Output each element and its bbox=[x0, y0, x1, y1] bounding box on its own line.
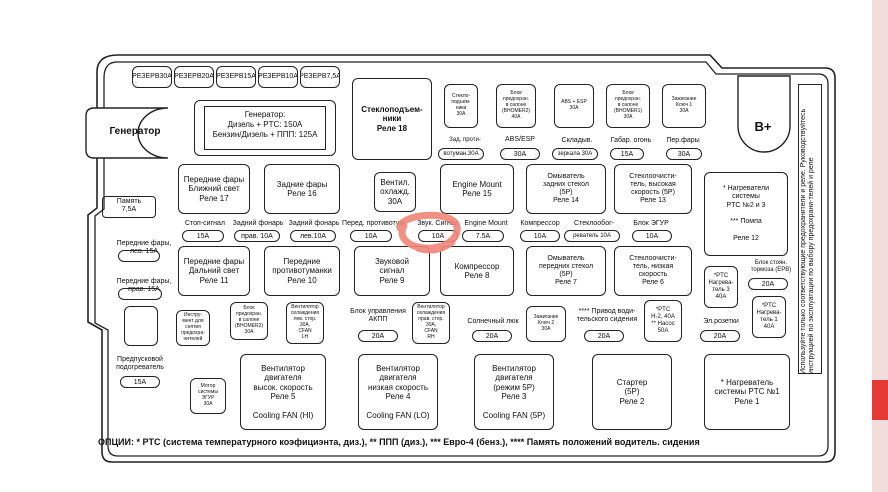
relay-16: Задние фары Реле 16 bbox=[264, 164, 340, 214]
generator-fuse-text: Генератор: Дизель + PTC: 150A Бензин/Диз… bbox=[212, 110, 318, 139]
power-steering-motor-30a: Мотор системы ЭГУР 30A bbox=[190, 378, 226, 414]
front-fog-label: Перед. противотум. bbox=[342, 220, 406, 227]
relay-3: Вентилятор двигателя (режим 5P) Реле 3 C… bbox=[474, 354, 554, 430]
front-light-left-label: Передние фары, лев. 15A bbox=[116, 240, 172, 255]
preheater-label: Предпусковой подогреватель bbox=[116, 356, 164, 371]
relay-18: Стеклоподъем- ники Реле 18 bbox=[352, 78, 432, 160]
rear-light-right-fuse: прав. 10A bbox=[234, 230, 280, 242]
defroster-label: Стеклообог- bbox=[574, 220, 614, 227]
power-outlet-fuse: 20A bbox=[700, 330, 740, 342]
ignition-key-2-30a: Зажигание Ключ 2 30A bbox=[526, 306, 566, 342]
relay-11: Передние фары Дальний свет Реле 11 bbox=[178, 246, 250, 296]
window-lifter-fuse-30a: Стекло- подъем- ники 30A bbox=[444, 84, 478, 128]
engine-mount-fuse: 7.5A bbox=[462, 230, 504, 242]
generator-label: Генератор bbox=[109, 126, 161, 137]
memory-fuse-body bbox=[102, 196, 156, 218]
engine-mount-label: Engine Mount bbox=[464, 220, 508, 227]
relay-15: Engine Mount Реле 15 bbox=[440, 164, 514, 214]
front-light-left-fuse bbox=[118, 250, 160, 262]
power-outlet-label: Эл.розетки bbox=[703, 318, 739, 325]
mirror-fold-fuse: зеркала 30A bbox=[552, 148, 598, 160]
horn-label: Звук. Сигнал bbox=[417, 220, 459, 227]
page-edge-marker bbox=[872, 380, 888, 420]
instruction-text: Используйте только соответствующие предо… bbox=[800, 108, 816, 374]
ignition-key-1-30a: Зажигание Ключ 1 30A bbox=[662, 84, 706, 128]
options-footnote: ОПЦИИ: * PTC (система температурного коэ… bbox=[98, 437, 700, 447]
ptc-heater-3-40a: *PTC Нагрева- тель 3 40A bbox=[704, 266, 738, 308]
rear-fog-fuse: вотуман.30A bbox=[438, 148, 484, 160]
generator-fuse-inner bbox=[204, 106, 326, 150]
rear-fog-label: Зад. проти- bbox=[449, 137, 481, 143]
relay-14: Омыватель задних стекол (5P) Реле 14 bbox=[526, 164, 606, 214]
parking-light-label: Габар. огонь bbox=[610, 137, 652, 144]
transmission-unit-label: Блок управления АКПП bbox=[350, 308, 406, 323]
relay-7: Омыватель передних стекол (5P) Реле 7 bbox=[526, 246, 606, 296]
cooling-fan-left-30a: Вентилятор охлаждения лев. стор. 30A, CF… bbox=[286, 302, 324, 344]
relay-9: Звуковой сигнал Реле 9 bbox=[354, 246, 430, 296]
instruction-panel bbox=[798, 84, 822, 374]
relay-13: Стеклоочисти- тель, высокая скорость (5P… bbox=[614, 164, 692, 214]
relay-2: Стартер (5P) Реле 2 bbox=[592, 354, 672, 430]
cooling-fan-fuse-30a: Вентил. охлажд. 30A bbox=[374, 172, 416, 212]
transmission-unit-fuse: 20A bbox=[358, 330, 398, 342]
power-steering-fuse: 10A bbox=[632, 230, 672, 242]
relay-10: Передние противотуманки Реле 10 bbox=[264, 246, 340, 296]
spare-fuse-20a: РЕЗЕРВ 20A bbox=[174, 66, 214, 88]
interior-fuse-block-1-30a: Блок предохран. в салоне (ВНОМЕR1) 30A bbox=[606, 84, 650, 128]
interior-fuse-block-2-30a: Блок предохран. в салоне (ВНОМЕR2) 30A bbox=[230, 302, 268, 340]
interior-fuse-block-2-40a: Блок предохран. в салоне (ВНОМЕR2) 40A bbox=[496, 84, 536, 128]
parking-brake-label: Блок стоян. тормоза (EPB) bbox=[750, 260, 792, 273]
relay-4: Вентилятор двигателя низкая скорость Рел… bbox=[358, 354, 438, 430]
fuse-puller-slot bbox=[124, 306, 158, 346]
ptc-heater-1-40a: *PTC Нагрева- тель 1 40A bbox=[752, 296, 786, 338]
rear-light-right-label: Задний фонарь bbox=[232, 220, 284, 227]
power-steering-label: Блок ЭГУР bbox=[633, 220, 669, 227]
spare-fuse-15a: РЕЗЕРВ 15A bbox=[216, 66, 256, 88]
defroster-fuse: реватель 10A bbox=[564, 230, 620, 242]
mirror-fold-label: Складыв. bbox=[561, 137, 593, 144]
cooling-fan-right-30a: Вентилятор охлаждения прав. стор. 30A, C… bbox=[412, 302, 450, 344]
brake-light-fuse: 15A bbox=[182, 230, 224, 242]
highlight-circle-marker bbox=[396, 211, 461, 254]
abs-esp-fuse: 30A bbox=[500, 148, 540, 160]
spare-fuse-row: РЕЗЕРВ 30A РЕЗЕРВ 20A РЕЗЕРВ 15A РЕЗЕРВ … bbox=[132, 66, 340, 88]
front-light-right-fuse bbox=[118, 288, 162, 300]
sunroof-label: Солнечный люк bbox=[467, 318, 519, 325]
ptc-h2-pump-fuse: *PTC H-2, 40A ** Насос 50A bbox=[644, 300, 682, 342]
memory-fuse-label: Память 7,5A bbox=[116, 198, 142, 213]
spare-fuse-7-5a: РЕЗЕРВ 7,5A bbox=[300, 66, 340, 88]
abs-esp-label: ABS/ESP bbox=[505, 136, 535, 143]
driver-seat-fuse: 20A bbox=[584, 330, 624, 342]
generator-fuse bbox=[194, 100, 336, 156]
front-lights-label: Пер.фары bbox=[666, 137, 700, 144]
fuse-puller-tool: Инстру- мент для снятия предохра- нителе… bbox=[176, 310, 210, 346]
compressor-fuse: 10A bbox=[520, 230, 560, 242]
battery-plus-label: B+ bbox=[754, 119, 772, 134]
relay-5: Вентилятор двигателя высок. скорость Рел… bbox=[240, 354, 326, 430]
relay-6: Стеклоочисти- тель, низкая скорость Реле… bbox=[614, 246, 692, 296]
front-light-right-label: Передние фары, прав. 15A bbox=[116, 278, 172, 293]
spare-fuse-10a: РЕЗЕРВ 10A bbox=[258, 66, 298, 88]
relay-8: Компрессор Реле 8 bbox=[440, 246, 514, 296]
relay-17: Передние фары Ближний свет Реле 17 bbox=[178, 164, 250, 214]
parking-light-fuse: 15A bbox=[610, 148, 644, 160]
page-edge-strip bbox=[872, 0, 888, 492]
brake-light-label: Стоп-сигнал bbox=[184, 220, 225, 227]
front-fog-fuse: 10A bbox=[350, 230, 392, 242]
abs-esp-fuse-30a: ABS + ESP 30A bbox=[554, 84, 594, 128]
preheater-fuse: 15A bbox=[120, 376, 160, 388]
driver-seat-label: **** Привод води- тельского сидения bbox=[576, 308, 638, 323]
front-lights-fuse: 30A bbox=[666, 148, 702, 160]
compressor-label: Компрессор bbox=[520, 220, 560, 227]
relay-12: * Нагреватели системы PTC №2 и 3 *** Пом… bbox=[704, 172, 788, 256]
parking-brake-fuse: 20A bbox=[748, 278, 788, 290]
relay-1: * Нагреватель системы PTC №1 Реле 1 bbox=[704, 354, 790, 430]
rear-light-left-fuse: лев.10A bbox=[290, 230, 336, 242]
sunroof-fuse: 20A bbox=[472, 330, 512, 342]
rear-light-left-label: Задний фонарь bbox=[288, 220, 340, 227]
spare-fuse-30a: РЕЗЕРВ 30A bbox=[132, 66, 172, 88]
